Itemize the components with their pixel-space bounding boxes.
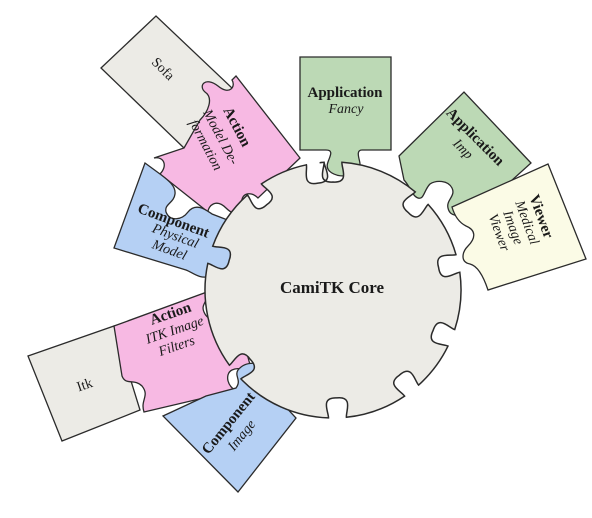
itk-piece: Itk	[27, 325, 141, 442]
itk-label: Itk	[75, 376, 95, 395]
action-deformation-piece: Action Model De- formation	[153, 75, 301, 215]
application-fancy-piece: Application Fancy	[299, 56, 392, 177]
core-label: CamiTK Core	[280, 278, 384, 297]
viewer-piece: Viewer Medical Image Viewer	[451, 163, 587, 291]
application-fancy-sub1: Fancy	[328, 102, 365, 117]
sofa-piece: Sofa	[100, 15, 233, 149]
camitk-core-piece: CamiTK Core	[204, 161, 462, 419]
application-fancy-category: Application	[307, 85, 383, 101]
component-physical-piece: Component Physical Model	[113, 161, 243, 278]
